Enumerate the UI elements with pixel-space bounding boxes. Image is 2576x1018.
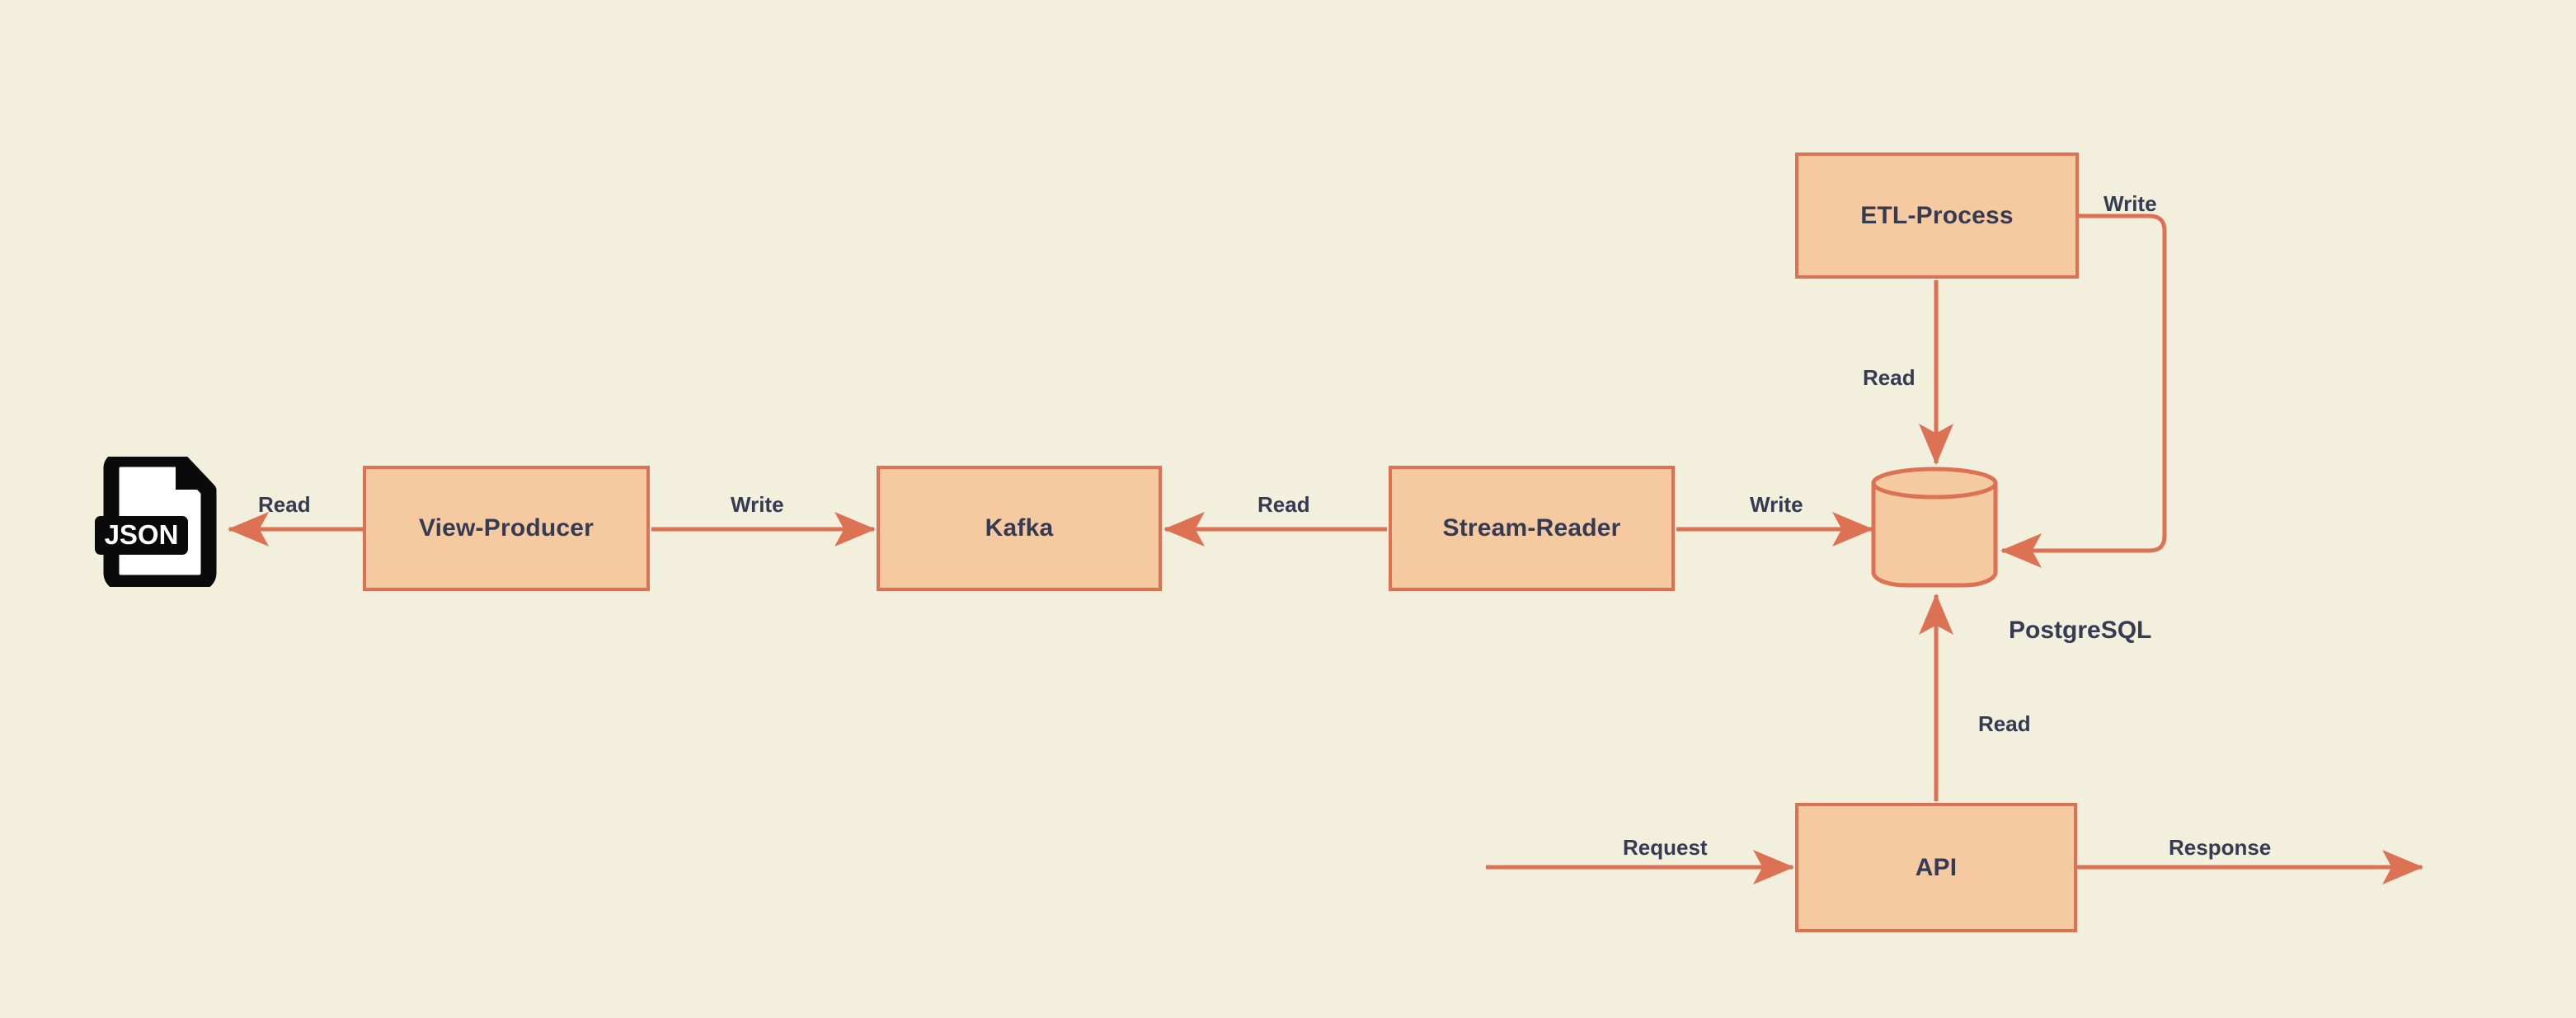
edge-label-write-db: Write [1750,492,1803,517]
node-postgresql-label: PostgreSQL [2009,617,2152,644]
json-file-icon: JSON [93,451,221,591]
edge-label-read-kafka: Read [1257,492,1310,517]
node-api-label: API [1915,853,1958,881]
node-stream-reader-label: Stream-Reader [1442,514,1621,542]
edge-label-write-kafka: Write [731,492,784,517]
node-stream-reader[interactable]: Stream-Reader [1389,466,1675,591]
node-etl-process-label: ETL-Process [1860,201,2014,229]
database-cylinder-glyph [1871,467,1998,588]
node-postgresql-database[interactable] [1870,462,2002,593]
edge-label-api-read: Read [1978,711,2031,736]
node-api[interactable]: API [1795,803,2077,932]
node-etl-process[interactable]: ETL-Process [1795,152,2079,279]
edge-label-read-json: Read [258,492,311,517]
node-view-producer-label: View-Producer [418,514,595,542]
node-kafka-label: Kafka [985,514,1054,542]
edge-label-request: Request [1623,835,1708,860]
json-file-glyph: JSON [95,451,217,591]
edge-label-response: Response [2169,835,2272,860]
edge-etl-write-to-db [2000,213,2167,568]
edge-label-etl-write: Write [2104,191,2157,216]
json-badge-text: JSON [105,519,179,550]
node-view-producer[interactable]: View-Producer [363,466,650,591]
edge-label-etl-read: Read [1863,365,1916,390]
node-kafka[interactable]: Kafka [877,466,1162,591]
